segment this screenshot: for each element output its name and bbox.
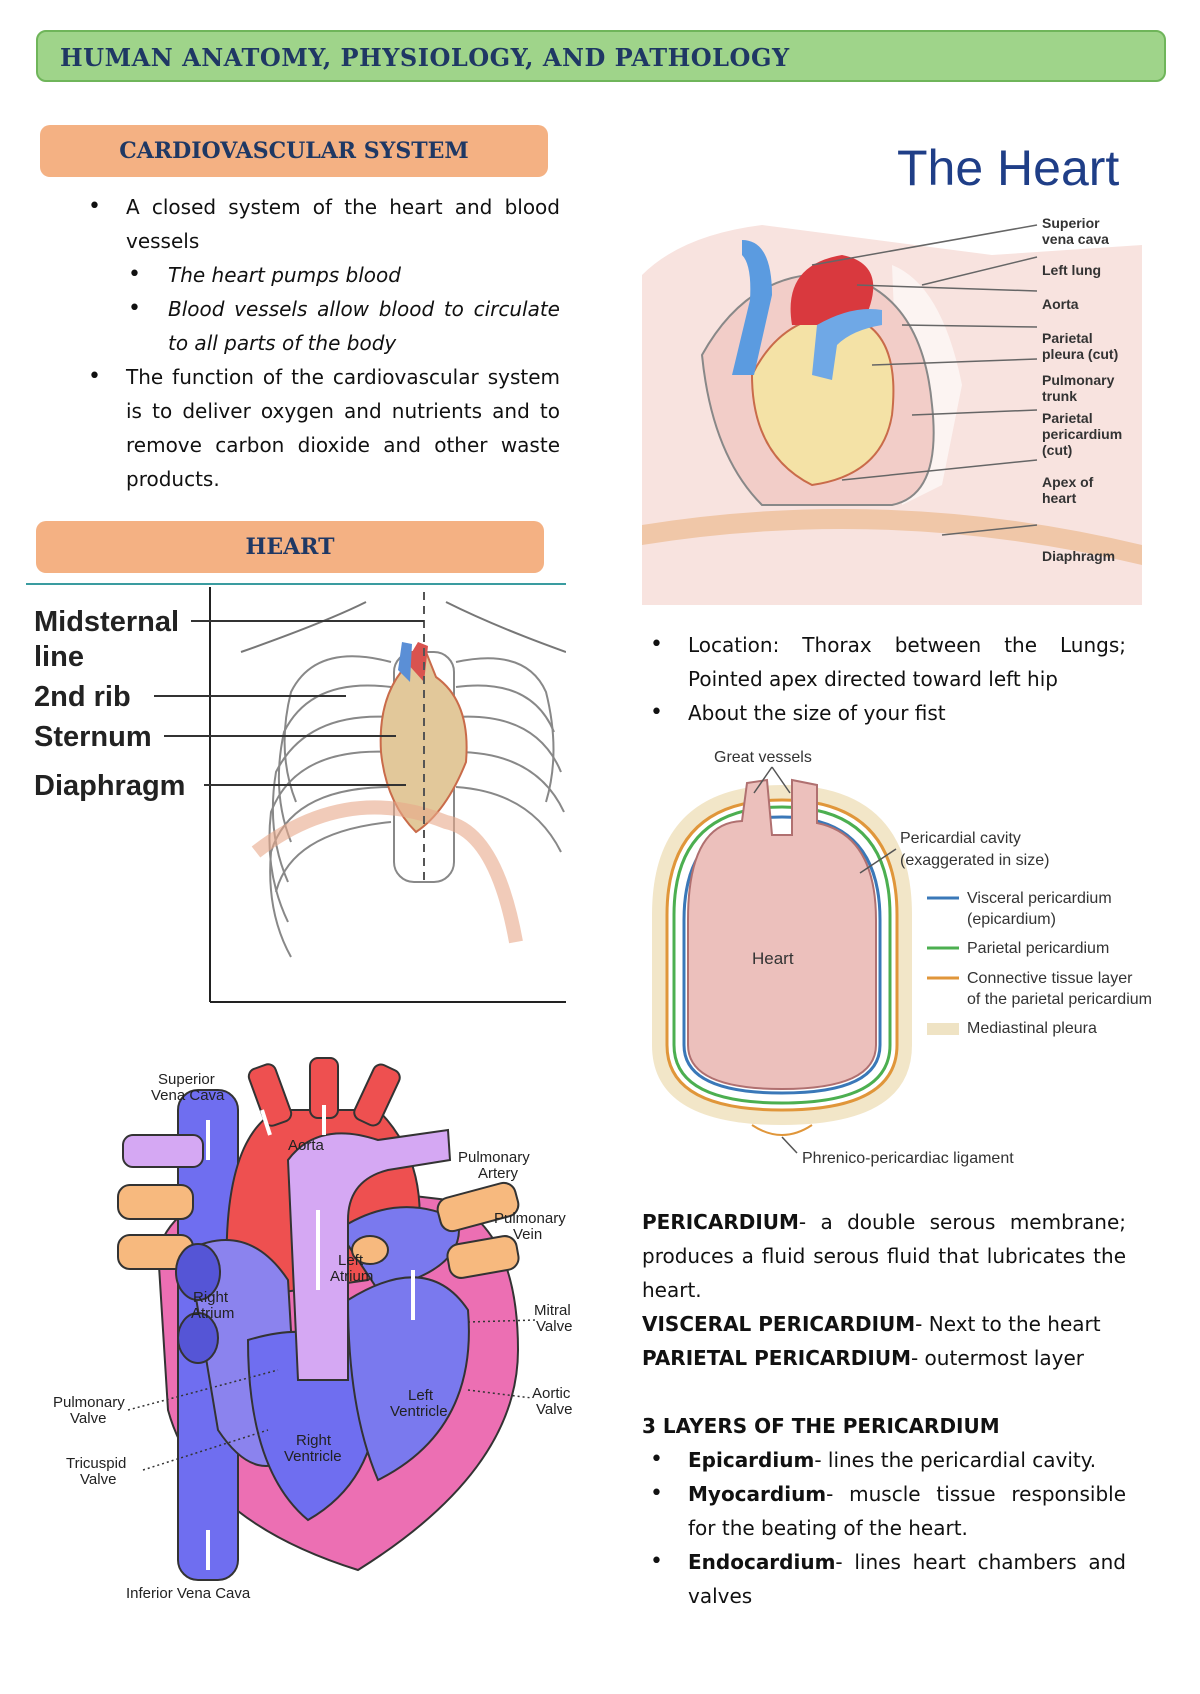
bullet-closed-system: A closed system of the heart and blood v… [80,190,560,360]
svg-text:Ventricle: Ventricle [390,1403,448,1420]
legend-label: Parietal pericardium [967,940,1109,957]
svg-text:Valve: Valve [536,1401,572,1418]
pericardium-label-great-vessels: Great vessels [714,749,812,766]
svg-text:pericardium: pericardium [1042,426,1122,442]
anatomy-label-pulmonary-vein: Pulmonary [494,1210,566,1227]
anatomy-label-aorta: Aorta [288,1137,325,1154]
heart-chambers-figure: Superior Vena Cava Aorta Pulmonary Arter… [48,1050,588,1610]
svg-text:pleura (cut): pleura (cut) [1042,346,1118,362]
anatomy-label-pulmonary-valve: Pulmonary [53,1394,125,1411]
bullet-location: Location: Thorax between the Lungs; Poin… [642,628,1126,696]
svg-text:Atrium: Atrium [191,1305,234,1322]
anatomy-label-aortic-valve: Aortic [532,1385,571,1402]
anatomy-label-svc: Superior [158,1071,215,1088]
layer-item: Endocardium- lines heart chambers and va… [642,1545,1126,1613]
svg-text:trunk: trunk [1042,388,1077,404]
chest-label-midsternal: Midsternal [34,606,179,638]
svg-text:Artery: Artery [478,1165,519,1182]
svg-text:vena cava: vena cava [1042,231,1109,247]
visceral-definition: VISCERAL PERICARDIUM- Next to the heart [642,1312,1101,1336]
svg-text:Valve: Valve [80,1471,116,1488]
layer-item: Epicardium- lines the pericardial cavity… [642,1443,1126,1477]
anatomy-label-tricuspid-valve: Tricuspid [66,1455,126,1472]
anatomy-label-left-atrium: Left [338,1252,364,1269]
chest-label-line: line [34,641,84,673]
anatomy-label-mitral-valve: Mitral [534,1302,571,1319]
chest-label-sternum: Sternum [34,721,152,753]
anatomy-label-left-ventricle: Left [408,1387,434,1404]
sub-bullet-vessels: Blood vessels allow blood to circulate t… [126,292,560,360]
svg-text:(cut): (cut) [1042,442,1072,458]
heart-label-left-lung: Left lung [1042,262,1101,278]
bullet-function: The function of the cardiovascular syste… [80,360,560,496]
pericardium-figure: Great vessels Pericardial cavity (exagge… [642,745,1200,1190]
anatomy-label-pulmonary-artery: Pulmonary [458,1149,530,1166]
parietal-definition: PARIETAL PERICARDIUM- outermost layer [642,1346,1085,1370]
heart-heading: HEART [36,521,544,573]
legend-label: Visceral pericardium(epicardium) [967,890,1112,928]
svg-text:Valve: Valve [70,1410,106,1427]
chest-figure: Midsternal line 2nd rib Sternum Diaphrag… [26,582,566,1012]
cardiovascular-heading: CARDIOVASCULAR SYSTEM [40,125,548,177]
legend-swatch [927,1023,959,1035]
svg-text:Vein: Vein [513,1226,542,1243]
heart-label-aorta: Aorta [1042,296,1079,312]
anatomy-label-right-ventricle: Right [296,1432,332,1449]
heart-label-parietal-pericardium: Parietal [1042,410,1093,426]
svg-text:Ventricle: Ventricle [284,1448,342,1465]
sub-bullet-heart-pumps: The heart pumps blood [126,258,560,292]
pericardium-label-heart: Heart [752,949,794,968]
svg-text:Vena Cava: Vena Cava [151,1087,225,1104]
cardiovascular-heading-text: CARDIOVASCULAR SYSTEM [119,138,469,164]
chest-label-diaphragm: Diaphragm [34,770,185,802]
heart-heading-text: HEART [245,534,335,560]
bullet-size: About the size of your fist [642,696,1126,730]
heart-label-diaphragm: Diaphragm [1042,548,1115,564]
location-bullets: Location: Thorax between the Lungs; Poin… [642,628,1126,730]
pericardium-label-ligament: Phrenico-pericardiac ligament [802,1150,1014,1167]
pericardium-label-cavity: Pericardial cavity [900,830,1021,847]
layers-heading: 3 LAYERS OF THE PERICARDIUM [642,1414,1000,1438]
chest-label-2nd-rib: 2nd rib [34,681,131,713]
heart-label-apex: Apex of [1042,474,1094,490]
pericardium-legend: Visceral pericardium(epicardium) Parietal… [927,890,1152,1037]
svg-text:heart: heart [1042,490,1077,506]
anatomy-label-ivc: Inferior Vena Cava [126,1585,251,1602]
layer-item: Myocardium- muscle tissue responsible fo… [642,1477,1126,1545]
heart-label-parietal-pleura: Parietal [1042,330,1093,346]
layers-list: Epicardium- lines the pericardial cavity… [642,1443,1126,1613]
anatomy-label-right-atrium: Right [193,1289,229,1306]
svg-text:Atrium: Atrium [330,1268,373,1285]
heart-label-svc: Superior [1042,215,1100,231]
pericardium-text: PERICARDIUM- a double serous membrane; p… [642,1205,1126,1613]
cardiovascular-bullets: A closed system of the heart and blood v… [80,190,560,496]
svg-text:Valve: Valve [536,1318,572,1335]
the-heart-figure: The Heart Superior vena cava Left lung [642,125,1170,605]
page-title-bar: HUMAN ANATOMY, PHYSIOLOGY, AND PATHOLOGY [36,30,1166,82]
the-heart-title: The Heart [897,140,1119,196]
page-title: HUMAN ANATOMY, PHYSIOLOGY, AND PATHOLOGY [60,43,790,72]
heart-label-pulmonary-trunk: Pulmonary [1042,372,1115,388]
pericardium-definition: PERICARDIUM- a double serous membrane; p… [642,1210,1126,1302]
legend-label: Mediastinal pleura [967,1020,1097,1037]
svg-text:(exaggerated in size): (exaggerated in size) [900,852,1049,869]
